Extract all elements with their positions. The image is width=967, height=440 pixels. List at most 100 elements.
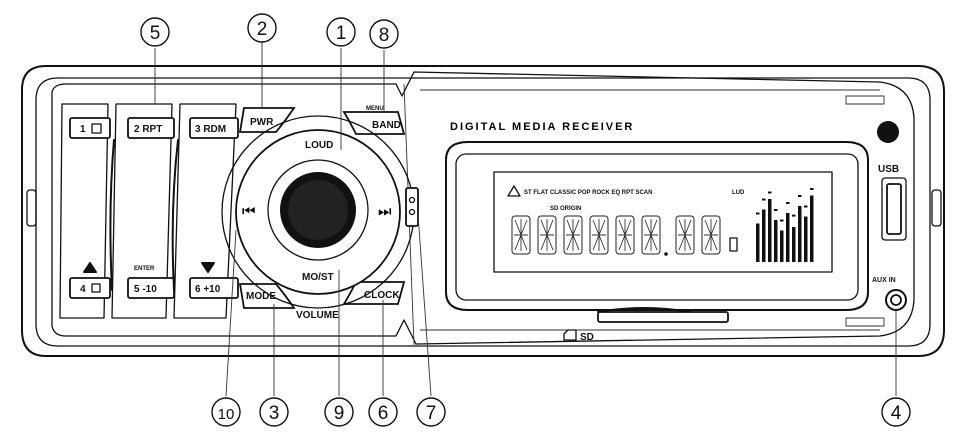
button-2-label: 2 RPT bbox=[134, 124, 162, 135]
display-subline: SD ORIGIN bbox=[550, 206, 581, 212]
button-4-label: 4 bbox=[80, 284, 86, 295]
display-lud: LUD bbox=[732, 190, 745, 196]
segment-cell bbox=[615, 215, 635, 255]
spectrum-bar bbox=[810, 195, 814, 262]
button-6-label: 6 +10 bbox=[195, 284, 221, 295]
callout-number: 4 bbox=[891, 403, 902, 424]
spectrum-peak bbox=[756, 212, 760, 215]
left-side-tab bbox=[26, 189, 37, 227]
col3-panel bbox=[173, 103, 237, 319]
callout-4: 4 bbox=[881, 397, 911, 427]
spectrum-bar bbox=[786, 213, 790, 262]
segment-cell bbox=[701, 215, 721, 255]
decimal-point bbox=[664, 252, 668, 256]
spectrum-peak bbox=[768, 191, 772, 194]
mode-label: MODE bbox=[246, 291, 276, 302]
callout-5: 5 bbox=[140, 17, 170, 47]
aux-jack[interactable] bbox=[890, 294, 902, 306]
small-digit-icon bbox=[729, 237, 738, 252]
callout-2: 2 bbox=[247, 13, 277, 43]
callout-1: 1 bbox=[326, 17, 356, 47]
spectrum-bar bbox=[798, 206, 802, 262]
loud-label: LOUD bbox=[305, 140, 333, 151]
spectrum-bar bbox=[792, 227, 796, 262]
button-1-icon bbox=[91, 123, 102, 134]
band-button[interactable] bbox=[342, 111, 406, 135]
spectrum-bar bbox=[804, 216, 808, 262]
mode-button[interactable] bbox=[238, 283, 296, 309]
release-button[interactable] bbox=[405, 187, 419, 227]
button-4-icon bbox=[91, 283, 101, 293]
callout-7: 7 bbox=[416, 397, 446, 427]
display-bezel bbox=[445, 141, 869, 311]
volume-knob-center bbox=[288, 180, 348, 240]
col2-panel bbox=[111, 103, 173, 319]
sd-slot-lip bbox=[597, 307, 691, 313]
callout-number: 6 bbox=[378, 403, 389, 424]
segment-cell bbox=[589, 215, 609, 255]
top-right-slot bbox=[845, 95, 885, 105]
callout-number: 1 bbox=[336, 23, 347, 44]
callout-number: 3 bbox=[269, 403, 280, 424]
usb-port-frame bbox=[881, 177, 907, 241]
segment-cell bbox=[537, 215, 557, 255]
enter-label: ENTER bbox=[134, 266, 155, 272]
callout-number: 10 bbox=[218, 406, 235, 423]
alarm-indicator-icon bbox=[507, 185, 521, 197]
release-icon-dot1 bbox=[408, 196, 416, 204]
callout-number: 5 bbox=[150, 23, 161, 44]
button-3-label: 3 RDM bbox=[195, 124, 226, 135]
callout-9: 9 bbox=[324, 397, 354, 427]
lcd-area bbox=[493, 171, 833, 273]
button-5-label: 5 -10 bbox=[134, 284, 157, 295]
spectrum-peak bbox=[792, 214, 796, 217]
button-6[interactable] bbox=[189, 277, 239, 299]
callout-3: 3 bbox=[259, 397, 289, 427]
next-track-icon[interactable]: ⏭ bbox=[378, 203, 392, 220]
pwr-label: PWR bbox=[250, 117, 274, 128]
device-title: DIGITAL MEDIA RECEIVER bbox=[450, 121, 634, 133]
knob-inner-ring bbox=[267, 159, 369, 261]
spectrum-peak bbox=[810, 188, 814, 190]
usb-label: USB bbox=[878, 164, 899, 175]
button-1[interactable] bbox=[69, 117, 111, 139]
chassis-inner bbox=[35, 77, 931, 347]
button-4[interactable] bbox=[69, 277, 111, 299]
col3-curve bbox=[171, 139, 179, 291]
spectrum-peak bbox=[786, 202, 790, 204]
spectrum-bar bbox=[780, 230, 784, 262]
display-indicators: ST FLAT CLASSIC POP ROCK EQ RPT SCAN bbox=[524, 190, 652, 196]
button-2[interactable] bbox=[127, 117, 175, 139]
sd-slot[interactable] bbox=[597, 311, 729, 323]
button-3[interactable] bbox=[189, 117, 239, 139]
right-side-tab bbox=[931, 189, 942, 227]
most-label: MO/ST bbox=[302, 272, 334, 283]
spectrum-peak bbox=[774, 209, 778, 211]
segment-cell bbox=[563, 215, 583, 255]
clock-label: CLOCK bbox=[364, 290, 400, 301]
callout-number: 8 bbox=[379, 25, 390, 46]
aux-label: AUX IN bbox=[872, 277, 896, 284]
segment-display bbox=[511, 215, 721, 255]
display-window bbox=[455, 153, 859, 301]
callout-8: 8 bbox=[369, 19, 399, 49]
usb-port[interactable] bbox=[886, 183, 902, 235]
col1-panel bbox=[59, 103, 109, 319]
sd-card-icon bbox=[563, 329, 577, 341]
callout-number: 2 bbox=[257, 19, 268, 40]
segment-cell bbox=[511, 215, 531, 255]
spectrum-peak bbox=[804, 205, 808, 208]
callout-number: 7 bbox=[426, 403, 437, 424]
chassis-outer bbox=[21, 65, 945, 357]
prev-track-icon[interactable]: ⏮ bbox=[242, 203, 256, 220]
segment-cell bbox=[675, 215, 695, 255]
up-arrow-icon bbox=[83, 262, 97, 273]
col2-curve bbox=[109, 139, 115, 291]
spectrum-analyzer bbox=[756, 188, 814, 262]
volume-label: VOLUME bbox=[296, 310, 339, 321]
callout-6: 6 bbox=[368, 397, 398, 427]
segment-cell bbox=[641, 215, 661, 255]
face-plate bbox=[51, 71, 915, 345]
